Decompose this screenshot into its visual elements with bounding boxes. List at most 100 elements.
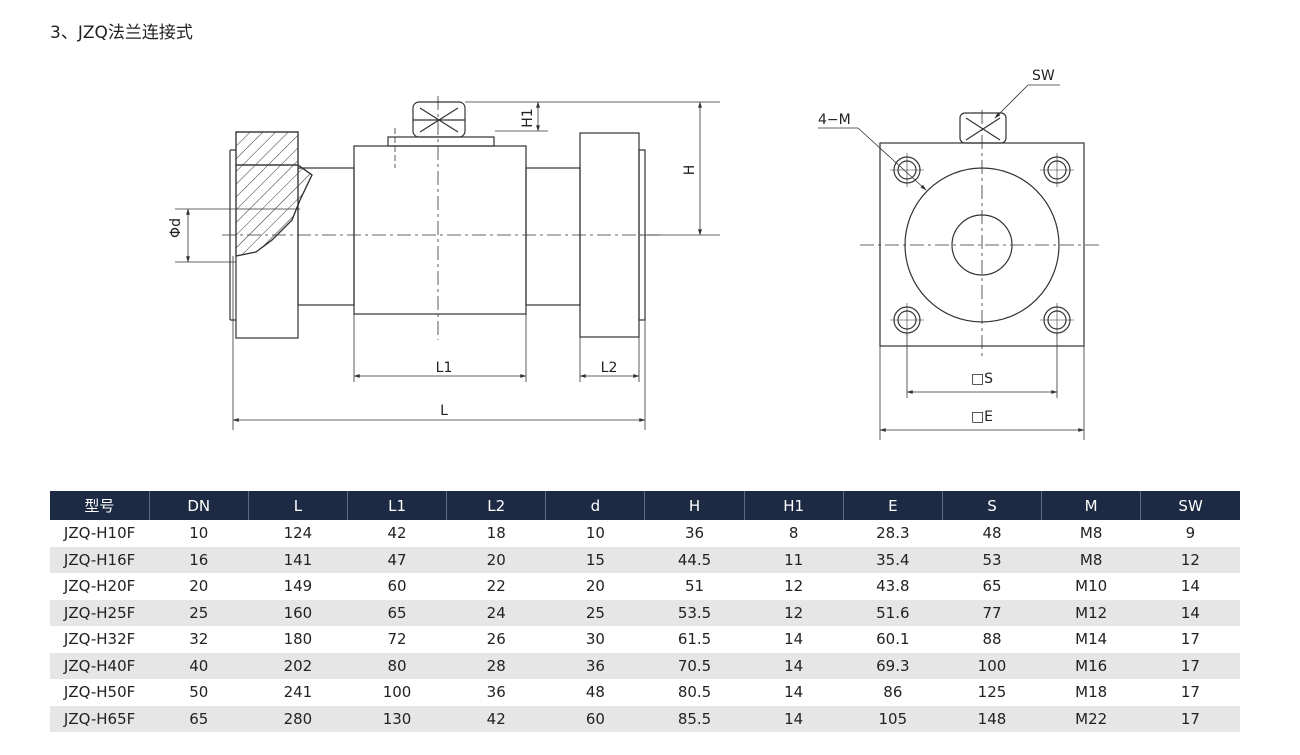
table-cell: 14 <box>744 626 844 653</box>
table-cell: 22 <box>446 573 546 600</box>
dim-label-h: H <box>682 165 698 176</box>
table-cell: 125 <box>942 679 1042 706</box>
table-cell: 202 <box>248 652 348 679</box>
table-cell: M14 <box>1041 626 1141 653</box>
header-cell: L <box>247 491 348 520</box>
table-cell: 43.8 <box>843 573 943 600</box>
table-cell: 85.5 <box>644 705 745 732</box>
table-cell: 14 <box>1140 573 1240 600</box>
technical-drawing: H1 H Φd L1 L2 L <box>168 68 1100 440</box>
table-cell: 32 <box>149 626 249 653</box>
bolt-hole-bottom-left <box>890 303 924 337</box>
table-cell: 11 <box>744 546 844 573</box>
table-cell: 16 <box>149 546 249 573</box>
dim-label-h1: H1 <box>520 108 536 127</box>
table-cell: 15 <box>545 546 645 573</box>
label-4m: 4−M <box>818 112 851 128</box>
side-view <box>175 96 720 430</box>
table-cell: M8 <box>1041 520 1141 547</box>
table-cell: M16 <box>1041 652 1141 679</box>
table-cell: 70.5 <box>644 652 745 679</box>
table-cell: 17 <box>1140 626 1240 653</box>
table-cell: JZQ-H25F <box>50 599 150 626</box>
dim-label-e: □E <box>971 409 993 425</box>
table-cell: 148 <box>942 705 1042 732</box>
table-cell: 35.4 <box>843 546 943 573</box>
table-cell: 17 <box>1140 679 1240 706</box>
bolt-hole-top-right <box>1040 153 1074 187</box>
table-cell: 25 <box>149 599 249 626</box>
table-cell: 14 <box>744 679 844 706</box>
bolt-hole-top-left <box>890 153 924 187</box>
table-cell: 53.5 <box>644 599 745 626</box>
table-cell: 24 <box>446 599 546 626</box>
header-cell: M <box>1041 491 1141 520</box>
table-cell: 100 <box>347 679 447 706</box>
table-cell: 80 <box>347 652 447 679</box>
table-cell: 25 <box>545 599 645 626</box>
bolt-hole-bottom-right <box>1040 303 1074 337</box>
dim-label-s: □S <box>971 371 993 387</box>
table-cell: 20 <box>545 573 645 600</box>
table-cell: 160 <box>248 599 348 626</box>
table-cell: 48 <box>545 679 645 706</box>
table-cell: 51.6 <box>843 599 943 626</box>
dim-label-l2: L2 <box>601 360 618 376</box>
table-cell: 20 <box>446 546 546 573</box>
table-cell: M8 <box>1041 546 1141 573</box>
table-cell: 18 <box>446 520 546 547</box>
table-cell: 60 <box>545 705 645 732</box>
table-cell: JZQ-H32F <box>50 626 150 653</box>
table-cell: 36 <box>446 679 546 706</box>
table-cell: JZQ-H16F <box>50 546 150 573</box>
table-cell: 17 <box>1140 652 1240 679</box>
table-cell: JZQ-H20F <box>50 573 150 600</box>
section-title: 3、JZQ法兰连接式 <box>50 23 193 43</box>
label-sw: SW <box>1032 68 1055 84</box>
table-cell: 20 <box>149 573 249 600</box>
dim-label-l1: L1 <box>436 360 453 376</box>
table-cell: 44.5 <box>644 546 745 573</box>
table-cell: JZQ-H50F <box>50 679 150 706</box>
table-cell: 141 <box>248 546 348 573</box>
table-cell: M10 <box>1041 573 1141 600</box>
table-cell: M12 <box>1041 599 1141 626</box>
table-cell: 77 <box>942 599 1042 626</box>
table-cell: 14 <box>744 652 844 679</box>
table-cell: 17 <box>1140 705 1240 732</box>
table-cell: 9 <box>1140 520 1240 547</box>
table-cell: 51 <box>644 573 745 600</box>
table-cell: 241 <box>248 679 348 706</box>
table-cell: 42 <box>446 705 546 732</box>
table-cell: 47 <box>347 546 447 573</box>
table-cell: 180 <box>248 626 348 653</box>
table-cell: JZQ-H65F <box>50 705 150 732</box>
table-cell: 30 <box>545 626 645 653</box>
table-cell: JZQ-H40F <box>50 652 150 679</box>
table-cell: 10 <box>545 520 645 547</box>
header-cell: DN <box>148 491 249 520</box>
table-cell: 124 <box>248 520 348 547</box>
table-cell: 65 <box>149 705 249 732</box>
table-cell: 14 <box>1140 599 1240 626</box>
table-cell: 28 <box>446 652 546 679</box>
table-cell: 65 <box>347 599 447 626</box>
table-cell: 69.3 <box>843 652 943 679</box>
header-cell: L1 <box>346 491 447 520</box>
table-cell: 36 <box>644 520 745 547</box>
header-cell: SW <box>1140 491 1240 520</box>
table-cell: 48 <box>942 520 1042 547</box>
dim-label-phi-d: Φd <box>168 218 184 238</box>
table-cell: M18 <box>1041 679 1141 706</box>
table-cell: 10 <box>149 520 249 547</box>
